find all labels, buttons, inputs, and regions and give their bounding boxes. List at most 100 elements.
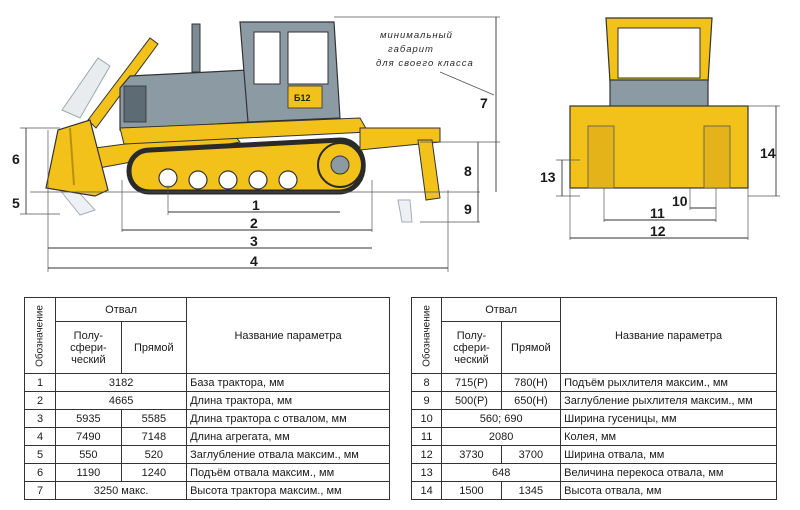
parameter-name: Длина агрегата, мм	[186, 427, 390, 446]
spec-table-left: Обозначение Отвал Название параметра Пол…	[23, 297, 390, 500]
value-straight: 5585	[120, 409, 188, 428]
row-number: 8	[410, 373, 443, 392]
dim-label-6: 6	[12, 151, 20, 167]
blade-header: Отвал	[55, 297, 188, 322]
straight-header: Прямой	[120, 321, 188, 374]
parameter-name: Высота трактора максим., мм	[186, 481, 390, 500]
semi-spherical-header: Полу-сфери-ческий	[441, 321, 502, 374]
semi-spherical-header: Полу-сфери-ческий	[55, 321, 122, 374]
parameter-name: Подъём рыхлителя максим., мм	[560, 373, 777, 392]
model-plate	[287, 85, 323, 109]
front-hood	[609, 79, 709, 109]
row-number: 7	[23, 481, 57, 500]
parameter-name: Длина трактора с отвалом, мм	[186, 409, 390, 428]
parameter-name: Ширина гусеницы, мм	[560, 409, 777, 428]
straight-header: Прямой	[500, 321, 562, 374]
dim-label-4: 4	[250, 253, 258, 269]
parameter-name: База трактора, мм	[186, 373, 390, 392]
row-number: 3	[23, 409, 57, 428]
param-header: Название параметра	[186, 297, 390, 374]
value-merged: 2080	[441, 427, 562, 446]
spec-table-right: Обозначение Отвал Название параметра Пол…	[410, 297, 777, 500]
parameter-name: Высота отвала, мм	[560, 481, 777, 500]
row-number: 6	[23, 463, 57, 482]
dim-label-3: 3	[250, 233, 258, 249]
dim-label-7: 7	[480, 95, 488, 111]
ripper-shank	[417, 139, 441, 201]
model-plate-text: Б12	[294, 93, 310, 103]
parameter-name: Заглубление отвала максим., мм	[186, 445, 390, 464]
cab-window-front	[253, 31, 281, 85]
dim-label-10: 10	[672, 193, 688, 209]
designation-header-text: Обозначение	[421, 304, 433, 367]
dim-label-12: 12	[650, 223, 666, 239]
value-semi-spherical: 715(Р)	[441, 373, 502, 392]
value-straight: 1345	[500, 481, 562, 500]
value-straight: 650(Н)	[500, 391, 562, 410]
front-cab-window	[617, 27, 701, 79]
blade-raised-ghost	[61, 57, 111, 119]
dimension-lines-front	[561, 106, 777, 239]
value-straight: 780(Н)	[500, 373, 562, 392]
designation-header-text: Обозначение	[34, 304, 46, 367]
value-merged: 3182	[55, 373, 188, 392]
dim-label-13: 13	[540, 169, 556, 185]
road-wheels	[158, 168, 298, 190]
note-leader	[439, 71, 495, 96]
blade-rib	[69, 127, 75, 186]
parameter-name: Заглубление рыхлителя максим., мм	[560, 391, 777, 410]
front-view	[569, 17, 749, 189]
note-line-2: габарит	[388, 44, 434, 55]
dim-label-14: 14	[760, 145, 776, 161]
row-number: 14	[410, 481, 443, 500]
exhaust-pipe	[191, 23, 201, 73]
parameter-name: Ширина отвала, мм	[560, 445, 777, 464]
lift-cylinder	[87, 37, 159, 129]
value-merged: 560; 690	[441, 409, 562, 428]
min-size-note: минимальный габарит для своего класса	[376, 30, 495, 96]
dim-label-2: 2	[250, 215, 258, 231]
dim-label-9: 9	[464, 201, 472, 217]
value-semi-spherical: 1500	[441, 481, 502, 500]
row-number: 5	[23, 445, 57, 464]
value-semi-spherical: 500(Р)	[441, 391, 502, 410]
row-number: 2	[23, 391, 57, 410]
row-number: 4	[23, 427, 57, 446]
sprocket-hub	[330, 155, 350, 175]
row-number: 1	[23, 373, 57, 392]
dimension-lines-side	[25, 17, 497, 269]
grille	[123, 85, 147, 123]
row-number: 9	[410, 391, 443, 410]
row-number: 11	[410, 427, 443, 446]
note-line-1: минимальный	[380, 30, 453, 41]
value-merged: 3250 макс.	[55, 481, 188, 500]
value-straight: 520	[120, 445, 188, 464]
value-merged: 4665	[55, 391, 188, 410]
value-semi-spherical: 3730	[441, 445, 502, 464]
param-header: Название параметра	[560, 297, 777, 374]
value-straight: 7148	[120, 427, 188, 446]
dim-label-8: 8	[464, 163, 472, 179]
dim-label-5: 5	[12, 195, 20, 211]
front-track-right	[703, 125, 731, 189]
value-semi-spherical: 550	[55, 445, 122, 464]
front-extension-lines	[556, 105, 780, 240]
value-semi-spherical: 7490	[55, 427, 122, 446]
designation-header: Обозначение	[410, 297, 443, 374]
value-merged: 648	[441, 463, 562, 482]
cab-window-side	[287, 31, 329, 85]
row-number: 12	[410, 445, 443, 464]
value-semi-spherical: 5935	[55, 409, 122, 428]
blade-header: Отвал	[441, 297, 562, 322]
parameter-name: Колея, мм	[560, 427, 777, 446]
front-track-left	[587, 125, 615, 189]
